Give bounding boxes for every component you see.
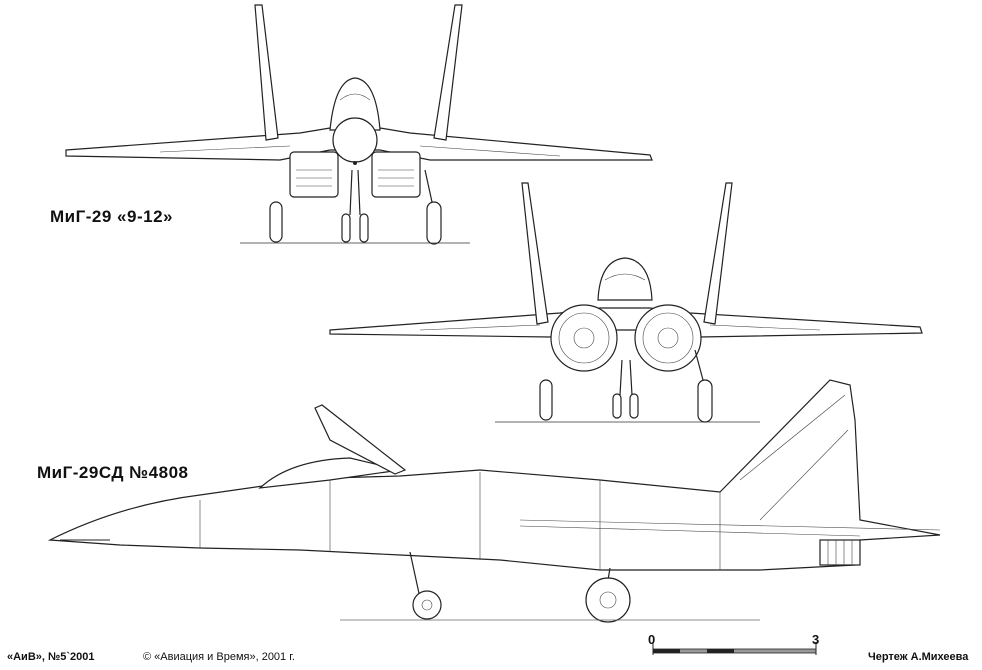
side-view-title: МиГ-29СД №4808 [37, 463, 189, 482]
side-view-aircraft [47, 379, 941, 623]
journal-issue: «АиВ», №5`2001 [7, 651, 95, 663]
rear-view-aircraft [329, 182, 923, 423]
scale-start-label: 0 [648, 632, 656, 647]
copyright: © «Авиация и Время», 2001 г. [143, 651, 295, 663]
scale-bar [652, 642, 817, 655]
scale-end-label: 3 [812, 632, 820, 647]
front-view-aircraft [65, 4, 653, 245]
drawing-author: Чертеж А.Михеева [868, 651, 969, 663]
front-view-title: МиГ-29 «9-12» [50, 207, 173, 226]
